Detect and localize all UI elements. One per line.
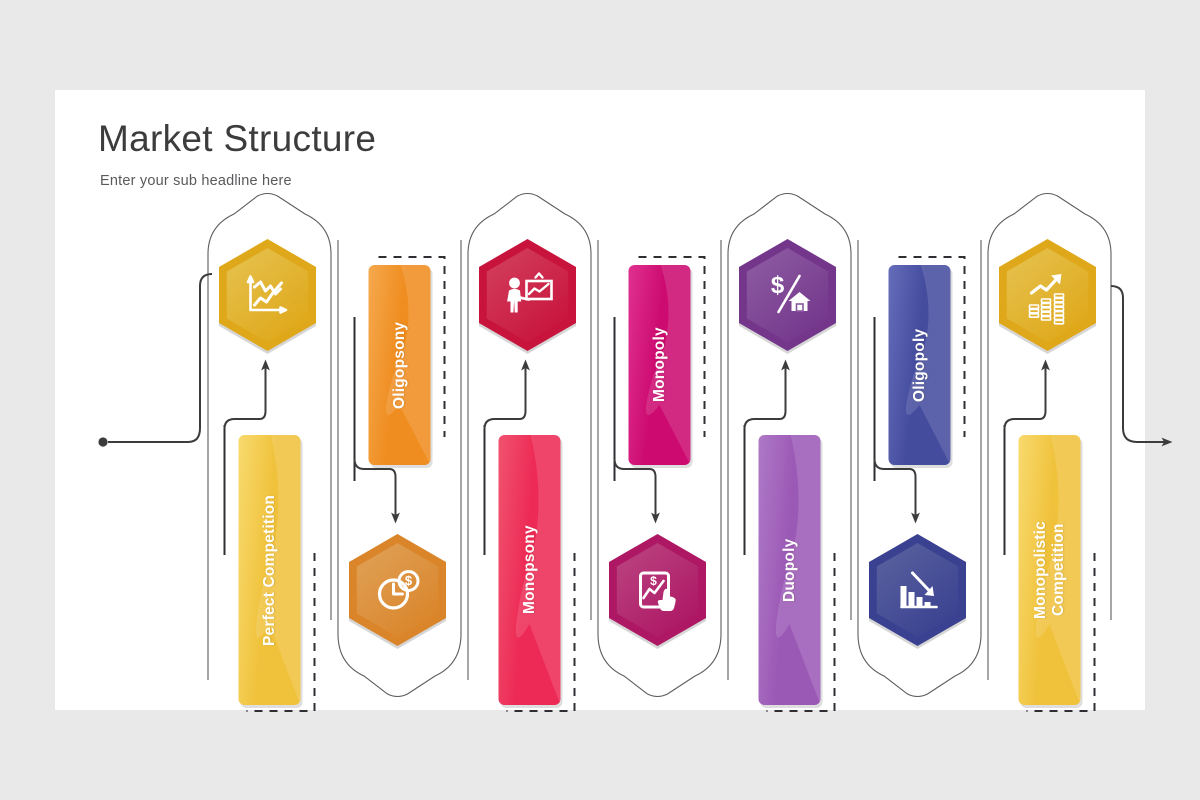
column-outline-path-duopoly (727, 192, 852, 680)
hexagon-monopoly[interactable]: $ (609, 534, 706, 649)
connector-arrow-monopoly (613, 458, 660, 524)
svg-text:$: $ (771, 272, 785, 299)
hexagon-monopolistic-competition[interactable] (999, 239, 1096, 354)
hexagon-oligopoly[interactable] (869, 534, 966, 649)
column-dashed-accent-monopsony (506, 553, 576, 712)
bar-oligopoly[interactable] (888, 265, 953, 468)
pie-chart-dollar-icon: $ (377, 570, 420, 610)
column-outline-path-monopoly (597, 240, 722, 698)
hexagon-duopoly[interactable]: $ (739, 239, 836, 354)
slide-canvas: Market Structure Enter your sub headline… (55, 90, 1173, 712)
hexagon-perfect-competition[interactable] (219, 239, 316, 354)
bar-monopsony[interactable] (498, 435, 563, 708)
page-title: Market Structure (98, 118, 377, 159)
column-outline-path-monopolistic-competition (987, 192, 1112, 680)
column-dashed-accent-monopoly (638, 256, 706, 437)
column-dashed-accent-oligopoly (898, 256, 966, 437)
connector-arrow-monopsony (483, 359, 530, 430)
connector-arrow-monopolistic-competition (1003, 359, 1050, 430)
connector-arrow-oligopoly (873, 458, 920, 524)
column-dashed-accent-oligopsony (378, 256, 446, 437)
flow-line-end (1110, 285, 1173, 447)
column-outline-path-oligopoly (857, 240, 982, 698)
column-outline-path-oligopsony (337, 240, 462, 698)
connector-arrow-perfect-competition (223, 359, 270, 430)
start-dot-marker (98, 437, 108, 447)
column-dashed-accent-perfect-competition (246, 553, 316, 712)
column-outline-path-perfect-competition (207, 192, 332, 680)
bar-duopoly[interactable] (758, 435, 823, 708)
bar-perfect-competition[interactable] (238, 435, 303, 708)
svg-text:$: $ (405, 573, 413, 588)
column-dashed-accent-duopoly (766, 553, 836, 712)
bar-monopoly[interactable] (628, 265, 693, 468)
line-chart-icon (246, 275, 288, 314)
hexagon-oligopsony[interactable]: $ (349, 534, 446, 649)
page-subtitle: Enter your sub headline here (100, 173, 292, 189)
bar-monopolistic-competition[interactable] (1018, 435, 1083, 708)
svg-text:$: $ (650, 574, 657, 588)
tablet-dollar-chart-icon: $ (639, 571, 676, 611)
presenter-chart-icon (507, 272, 553, 313)
column-outline-path-monopsony (467, 192, 592, 680)
connector-arrow-duopoly (743, 359, 790, 430)
column-dashed-accent-monopolistic-competition (1026, 553, 1096, 712)
bar-oligopsony[interactable] (368, 265, 433, 468)
connector-arrow-oligopsony (353, 458, 400, 524)
hexagon-monopsony[interactable] (479, 239, 576, 354)
declining-bar-chart-icon (900, 571, 938, 609)
diagram-graphics: $ $ $ (98, 192, 1173, 712)
dollar-house-icon: $ (771, 272, 811, 314)
flow-line-start (108, 273, 213, 443)
coins-growth-arrow-icon (1028, 274, 1065, 325)
